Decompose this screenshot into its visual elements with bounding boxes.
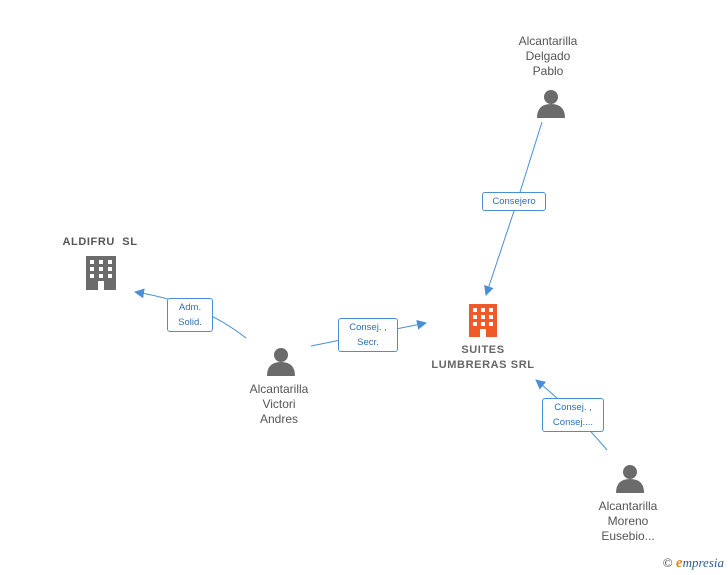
edge-label-adm-solid[interactable]: Adm. Solid.	[167, 298, 213, 332]
node-label-line: Victori	[262, 397, 296, 411]
node-label-line: Delgado	[525, 49, 571, 63]
node-label-line: Alcantarilla	[598, 499, 658, 513]
edge-label-line: Secr.	[357, 337, 379, 348]
copyright-icon: ©	[662, 555, 673, 570]
node-label-victori-andres[interactable]: Alcantarilla Victori Andres	[229, 382, 329, 427]
node-label-line: ALDIFRU SL	[62, 236, 138, 248]
building-icon[interactable]	[469, 304, 497, 337]
person-icon[interactable]	[537, 90, 565, 118]
edge-label-consejero[interactable]: Consejero	[482, 192, 546, 211]
node-label-line: Moreno	[607, 514, 649, 528]
node-label-aldifru[interactable]: ALDIFRU SL	[40, 235, 160, 250]
node-label-line: Pablo	[532, 64, 564, 78]
edge-label-consej-secr[interactable]: Consej. , Secr.	[338, 318, 398, 352]
node-label-moreno-eusebio[interactable]: Alcantarilla Moreno Eusebio...	[578, 499, 678, 544]
building-icon[interactable]	[86, 256, 116, 290]
node-label-line: Alcantarilla	[249, 382, 309, 396]
edge-label-line: Consej. ,	[349, 322, 387, 333]
node-label-suites-lumbreras[interactable]: SUITES LUMBRERAS SRL	[413, 343, 553, 373]
edge-label-consej-consej[interactable]: Consej. , Consej....	[542, 398, 604, 432]
brand-initial: e	[675, 555, 683, 571]
node-label-line: Andres	[259, 412, 299, 426]
person-icon[interactable]	[616, 465, 644, 493]
person-icon[interactable]	[267, 348, 295, 376]
node-label-delgado-pablo[interactable]: Alcantarilla Delgado Pablo	[498, 34, 598, 79]
edge-label-line: Consej....	[552, 417, 594, 428]
node-label-line: SUITES	[461, 344, 505, 356]
edge-label-line: Consej. ,	[554, 402, 592, 413]
node-label-line: Eusebio...	[601, 529, 655, 543]
brand-rest: mpresia	[682, 555, 724, 570]
node-label-line: Alcantarilla	[518, 34, 578, 48]
edge-label-line: Solid.	[178, 317, 202, 328]
empresia-watermark: © empresia	[663, 555, 724, 572]
edge-label-line: Adm.	[178, 302, 202, 313]
edge-label-line: Consejero	[492, 196, 536, 207]
node-label-line: LUMBRERAS SRL	[431, 359, 535, 371]
